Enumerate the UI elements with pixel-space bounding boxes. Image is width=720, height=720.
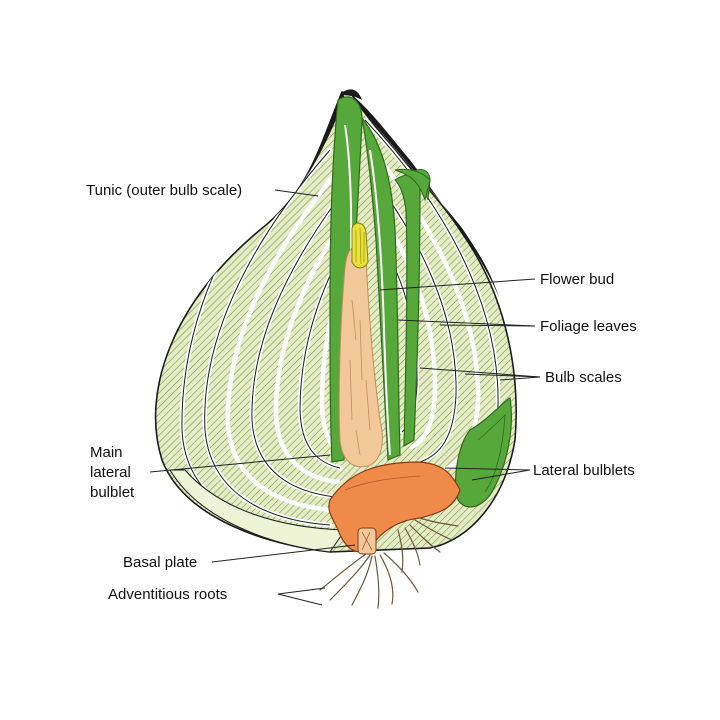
label-adventitious-roots: Adventitious roots xyxy=(108,586,227,603)
leader-lines xyxy=(149,189,541,606)
label-main-lateral-bulblet-line1: Main xyxy=(90,444,123,461)
label-flower-bud: Flower bud xyxy=(540,271,614,288)
label-tunic: Tunic (outer bulb scale) xyxy=(86,182,242,199)
labels: Tunic (outer bulb scale) Flower bud Foli… xyxy=(86,182,637,603)
lateral-bulblets xyxy=(394,168,512,508)
label-lateral-bulblets: Lateral bulblets xyxy=(533,462,635,479)
label-foliage-leaves: Foliage leaves xyxy=(540,318,637,335)
label-main-lateral-bulblet-line3: bulblet xyxy=(90,484,135,501)
tunic xyxy=(262,89,500,300)
label-main-lateral-bulblet-line2: lateral xyxy=(90,464,131,481)
label-bulb-scales: Bulb scales xyxy=(545,369,622,386)
adventitious-roots xyxy=(319,517,459,609)
label-basal-plate: Basal plate xyxy=(123,554,197,571)
flower-bud xyxy=(338,222,383,468)
